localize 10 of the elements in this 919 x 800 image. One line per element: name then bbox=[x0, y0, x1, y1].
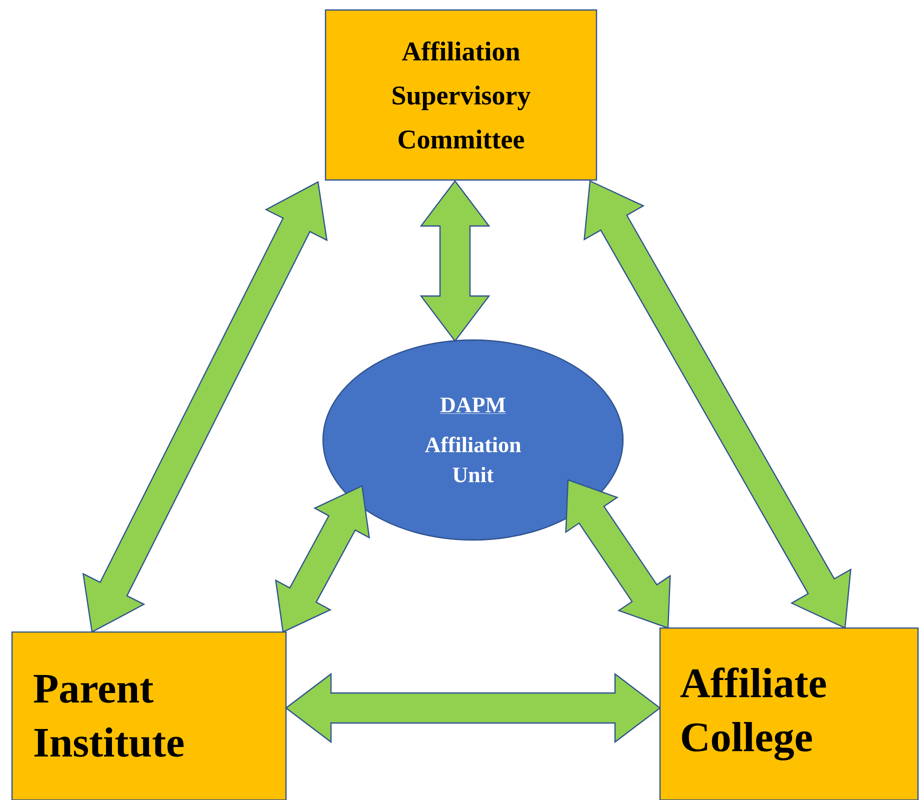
double-arrow bbox=[420, 180, 490, 342]
process-box: Affiliation Supervisory Committee bbox=[324, 9, 598, 181]
double-arrow bbox=[274, 485, 370, 633]
process-box: Affiliate College bbox=[659, 627, 919, 800]
ellipse-node: DAPM Affiliation Unit bbox=[322, 339, 624, 541]
double-arrow bbox=[565, 479, 671, 629]
double-arrow bbox=[82, 181, 328, 633]
process-box: Parent Institute bbox=[11, 631, 287, 800]
double-arrow bbox=[584, 180, 852, 629]
double-arrow bbox=[285, 672, 661, 744]
